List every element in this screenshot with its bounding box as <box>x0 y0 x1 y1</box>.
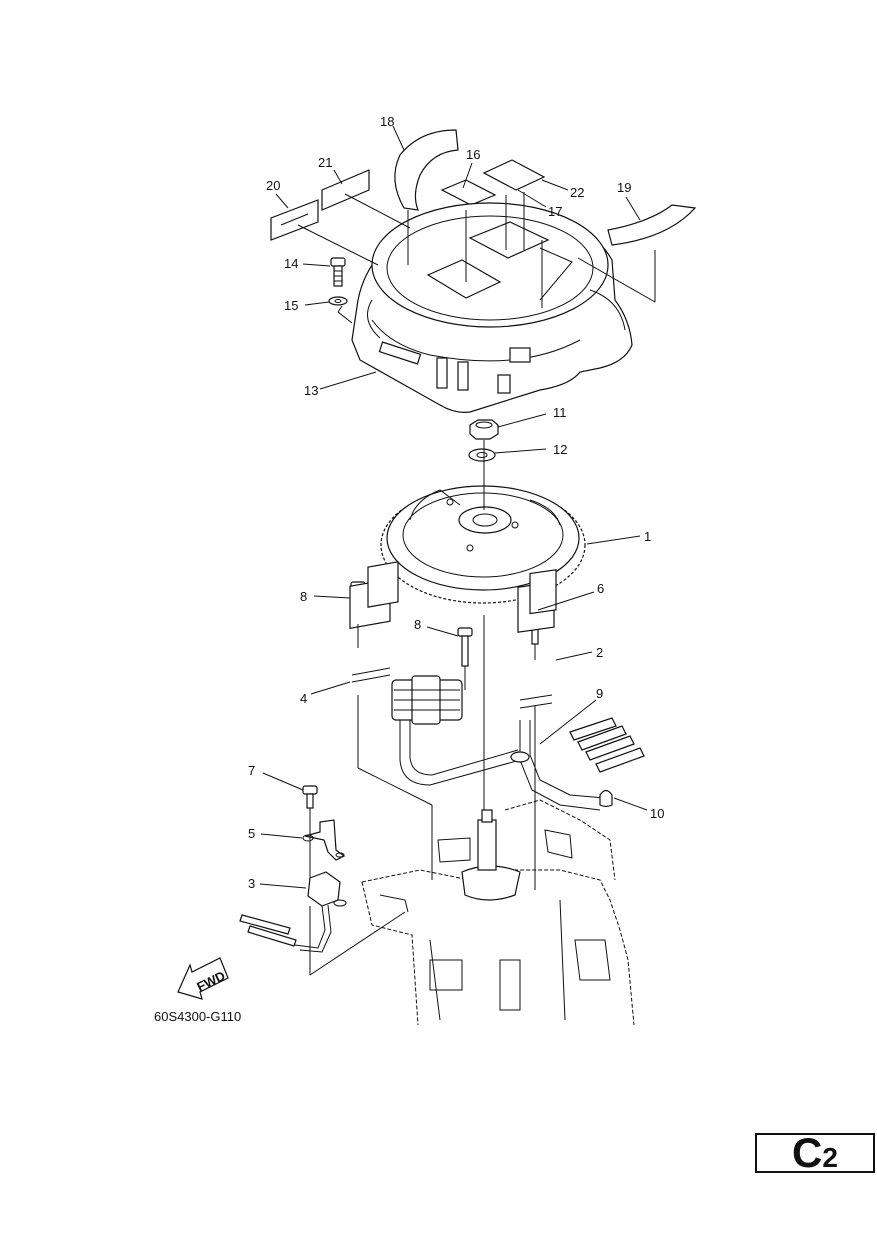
lighting-coil <box>391 675 463 725</box>
bolt-8-center <box>457 627 473 667</box>
label-22 <box>482 159 546 191</box>
nut-11 <box>469 419 499 440</box>
callout-13: 13 <box>304 383 318 398</box>
callout-15: 15 <box>284 298 298 313</box>
callout-21: 21 <box>318 155 332 170</box>
callout-16: 16 <box>466 147 480 162</box>
forward-arrow-icon: FWD <box>177 957 229 1000</box>
callout-10: 10 <box>650 806 664 821</box>
callout-5: 5 <box>248 826 255 841</box>
callout-18: 18 <box>380 114 394 129</box>
flywheel-cover <box>351 202 633 413</box>
page-section-tab: C 2 <box>755 1129 875 1176</box>
section-number: 2 <box>822 1142 838 1173</box>
label-20 <box>270 199 319 241</box>
screw-7 <box>302 785 318 809</box>
callout-leaders <box>259 125 648 889</box>
callout-20: 20 <box>266 178 280 193</box>
callout-1: 1 <box>644 529 651 544</box>
engine-block <box>361 799 635 1026</box>
callout-19: 19 <box>617 180 631 195</box>
charge-coil-4 <box>349 561 399 683</box>
washer-15 <box>328 296 348 306</box>
wiring-harness <box>399 717 645 811</box>
grommet-10 <box>599 789 613 808</box>
bolt-14 <box>330 257 346 287</box>
callout-14: 14 <box>284 256 298 271</box>
washer-12 <box>468 448 496 462</box>
callout-3: 3 <box>248 876 255 891</box>
callout-12: 12 <box>553 442 567 457</box>
callout-8-left: 8 <box>300 589 307 604</box>
section-letter: C <box>792 1129 823 1176</box>
callout-4: 4 <box>300 691 307 706</box>
callout-6: 6 <box>597 581 604 596</box>
callout-17: 17 <box>548 204 562 219</box>
lead-wires-9 <box>569 717 645 773</box>
callout-8-center: 8 <box>414 617 421 632</box>
rectifier-3 <box>239 871 347 953</box>
bracket-5 <box>302 819 346 861</box>
label-19 <box>607 204 697 246</box>
callout-22: 22 <box>570 185 584 200</box>
callout-7: 7 <box>248 763 255 778</box>
label-21 <box>321 169 370 211</box>
label-16 <box>440 179 497 206</box>
drawing-code: 60S4300-G110 <box>154 1009 241 1024</box>
assembly-lines <box>297 192 656 976</box>
callout-9: 9 <box>596 686 603 701</box>
callout-numbers: 1 2 3 4 5 6 7 8 8 9 10 11 12 13 14 15 16… <box>248 114 664 891</box>
callout-2: 2 <box>596 645 603 660</box>
callout-11: 11 <box>553 405 567 420</box>
label-18 <box>394 129 459 211</box>
